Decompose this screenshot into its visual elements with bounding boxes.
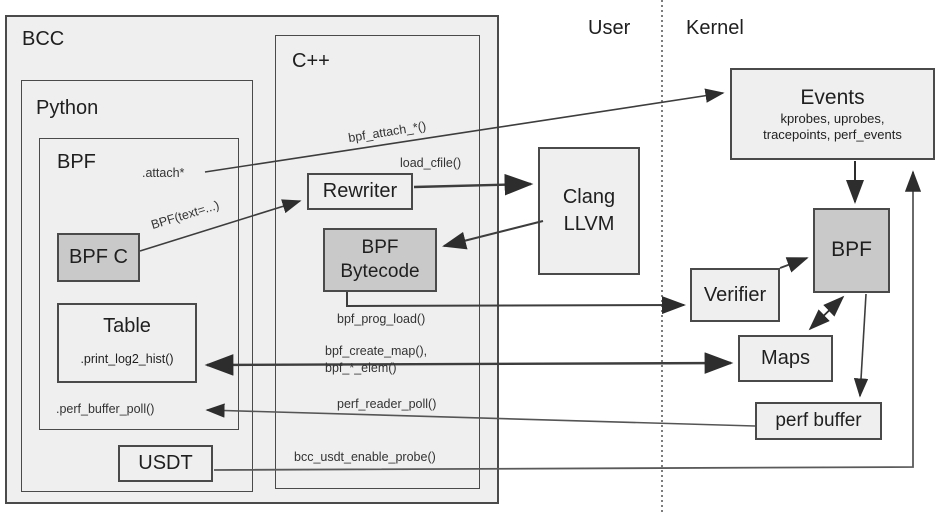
bpf-c-node: BPF C xyxy=(57,233,140,282)
rewriter-node: Rewriter xyxy=(307,173,413,210)
events-label: Events xyxy=(800,85,865,109)
verifier-node: Verifier xyxy=(690,268,780,322)
user-zone-label: User xyxy=(588,17,631,39)
arrow-bpf-maps xyxy=(808,295,845,331)
usdt-label: USDT xyxy=(138,452,193,474)
print-log2-hist-label: .print_log2_hist() xyxy=(80,352,174,366)
perf-buffer-poll-label: .perf_buffer_poll() xyxy=(56,402,155,416)
bcc-usdt-enable-probe-label: bcc_usdt_enable_probe() xyxy=(294,450,436,464)
clang-llvm-node: Clang LLVM xyxy=(538,147,640,275)
rewriter-label: Rewriter xyxy=(322,180,398,202)
bcc-region-label: BCC xyxy=(22,28,65,50)
table-node: Table .print_log2_hist() xyxy=(57,303,197,383)
attach-label: .attach* xyxy=(142,166,185,180)
clang-llvm-label: Clang LLVM xyxy=(562,186,616,235)
bpf-module-box xyxy=(39,138,239,430)
bpf-kernel-label: BPF xyxy=(831,238,872,262)
table-label: Table xyxy=(103,315,151,337)
bpf-bytecode-label: BPF Bytecode xyxy=(340,237,420,282)
load-cfile-label: load_cfile() xyxy=(400,156,462,170)
events-node: Events kprobes, uprobes, tracepoints, pe… xyxy=(730,68,935,160)
perf-reader-poll-label: perf_reader_poll() xyxy=(337,397,437,411)
perf-buffer-label: perf buffer xyxy=(775,410,862,432)
perf-buffer-node: perf buffer xyxy=(755,402,882,440)
bpf-create-map-label: bpf_create_map(), bpf_*_elem() xyxy=(325,344,428,375)
events-sublabel: kprobes, uprobes, tracepoints, perf_even… xyxy=(763,110,902,142)
python-region-label: Python xyxy=(36,97,99,119)
bpf-module-label: BPF xyxy=(57,151,96,173)
maps-node: Maps xyxy=(738,335,833,382)
arrow-verifier-to-bpf xyxy=(779,257,809,273)
maps-label: Maps xyxy=(761,347,810,369)
bpf-kernel-node: BPF xyxy=(813,208,890,293)
usdt-node: USDT xyxy=(118,445,213,482)
bpf-prog-load-label: bpf_prog_load() xyxy=(337,312,426,326)
bpf-c-label: BPF C xyxy=(69,246,128,268)
kernel-zone-label: Kernel xyxy=(686,17,744,39)
arrow-bpf-to-perfbuffer xyxy=(853,293,869,398)
bpf-bytecode-node: BPF Bytecode xyxy=(323,228,437,292)
cpp-region-label: C++ xyxy=(292,50,330,72)
verifier-label: Verifier xyxy=(703,283,767,306)
